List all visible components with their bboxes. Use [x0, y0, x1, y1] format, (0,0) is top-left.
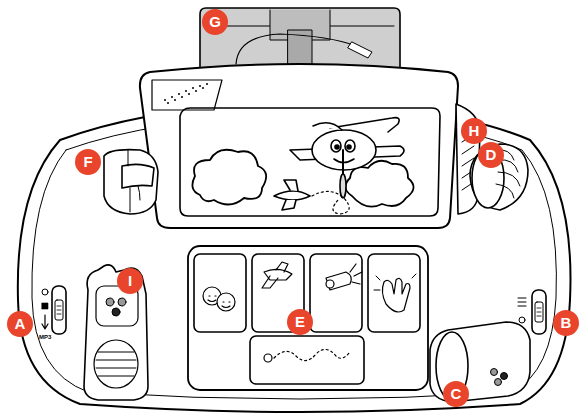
toy-phone: [84, 265, 148, 400]
callout-letter: B: [553, 310, 579, 336]
plug: [348, 42, 372, 58]
cable: [236, 34, 356, 64]
button-panel: [188, 246, 428, 390]
switch-label: MP3: [39, 334, 51, 341]
speaker-holes: [164, 83, 208, 104]
callout-letter: H: [461, 118, 487, 144]
plane: [290, 118, 404, 198]
display-window: [180, 108, 440, 216]
callout-letter: F: [75, 149, 101, 175]
callout-letter: G: [202, 9, 228, 35]
cloud: [192, 150, 266, 205]
display-panel: [140, 64, 458, 228]
display-frame: [140, 64, 458, 228]
speaker: [152, 80, 222, 110]
callout-letter: I: [117, 268, 143, 294]
lever-knob: [104, 150, 158, 214]
dashboard-body: [18, 102, 571, 412]
callout-letter: C: [443, 381, 469, 407]
callout-letter: D: [478, 142, 504, 168]
callout-letter: E: [287, 309, 313, 335]
small-plane: [274, 180, 349, 214]
callout-letter: A: [7, 311, 33, 337]
mode-slider: [42, 286, 66, 334]
